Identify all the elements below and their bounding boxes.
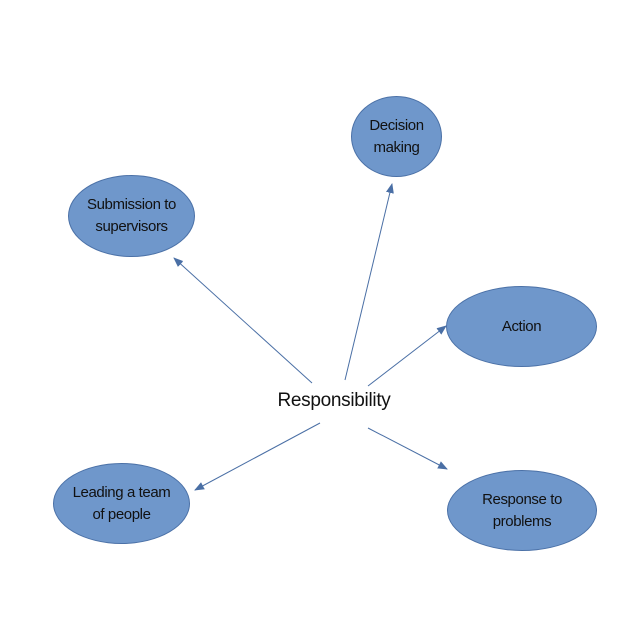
node-label: Leading a team of people: [72, 483, 171, 523]
node-label: Submission to supervisors: [86, 196, 176, 235]
center-label: Responsibility: [277, 390, 391, 411]
node-submission-to-supervisors: Submission to supervisors: [68, 175, 195, 257]
node-decision-making: Decision making: [351, 96, 442, 177]
arrow-to-decision: [344, 183, 394, 381]
node-leading-a-team: Leading a team of people: [53, 463, 190, 544]
node-label: Decision making: [369, 116, 424, 156]
arrow-to-response: [367, 427, 448, 470]
node-response-to-problems: Response to problems: [447, 470, 597, 551]
node-action: Action: [446, 286, 597, 367]
node-label: Action: [501, 317, 542, 335]
arrow-to-leading: [194, 422, 321, 491]
node-label: Response to problems: [482, 490, 562, 530]
arrow-to-action: [367, 325, 447, 387]
arrow-to-submission: [173, 257, 313, 384]
